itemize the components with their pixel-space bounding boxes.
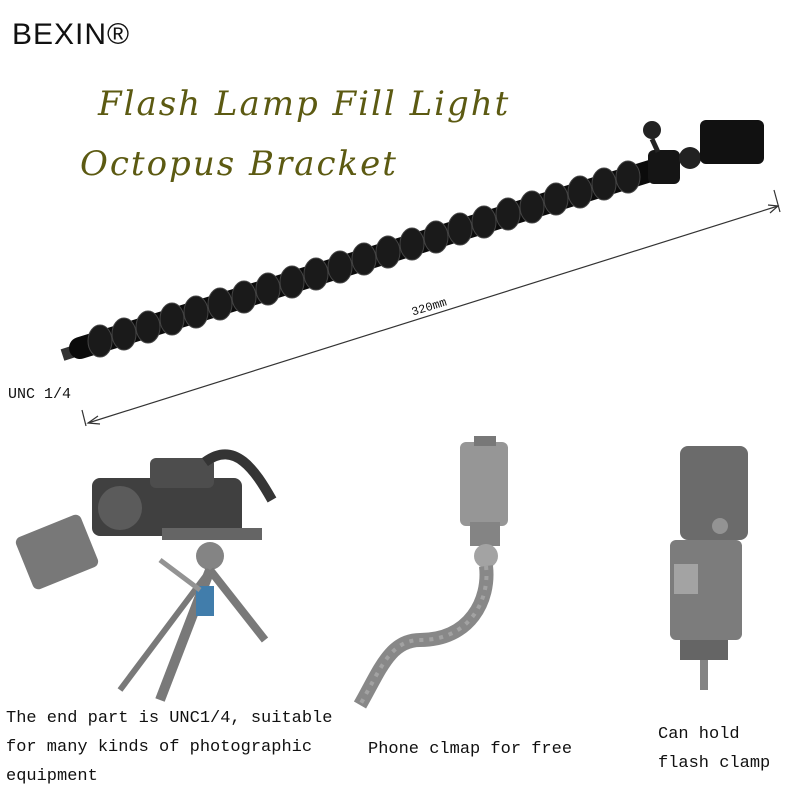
octopus-arm-hero	[60, 120, 764, 361]
caption-phone-clamp: Phone clmap for free	[368, 740, 573, 759]
product-title-line2: Octopus Bracket	[80, 144, 398, 184]
thread-size-label: UNC 1/4	[8, 386, 72, 403]
product-title-line1: Flash Lamp Fill Light	[98, 84, 511, 124]
phone-clamp-photo	[353, 436, 508, 709]
brand-logo: BEXIN®	[12, 18, 131, 51]
dimension-arrow	[81, 189, 781, 427]
flash-photo	[670, 446, 748, 690]
caption-flash-clamp: Can hold flash clamp	[658, 725, 771, 773]
caption-unc-end: The end part is UNC1/4, suitable for man…	[6, 709, 333, 786]
camera-rig-photo	[15, 449, 277, 702]
